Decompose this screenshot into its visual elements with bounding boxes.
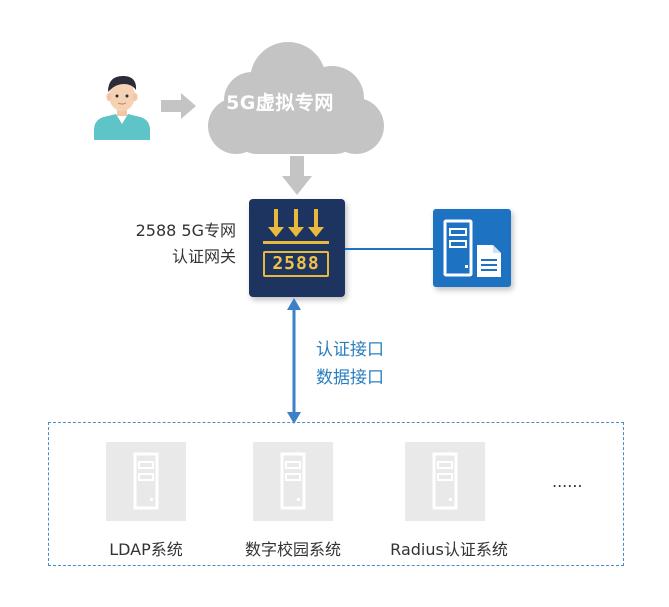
campus-system-card bbox=[253, 442, 333, 521]
data-interface-label: 数据接口 bbox=[316, 368, 384, 388]
cloud-icon bbox=[208, 42, 384, 154]
auth-interface-label: 认证接口 bbox=[316, 340, 384, 360]
arrow-down-icon bbox=[282, 156, 312, 195]
more-systems-ellipsis: ...... bbox=[552, 472, 583, 491]
server-document-box bbox=[433, 209, 511, 287]
gateway-label: 2588 5G专网 认证网关 bbox=[96, 218, 236, 270]
gateway-label-line1: 2588 5G专网 bbox=[135, 221, 236, 240]
ldap-system-label: LDAP系统 bbox=[109, 540, 183, 559]
ldap-system-card bbox=[106, 442, 186, 521]
radius-system-card bbox=[405, 442, 485, 521]
gateway-code: 2588 bbox=[263, 251, 329, 277]
server-document-icon bbox=[443, 219, 501, 277]
server-icon bbox=[432, 452, 458, 510]
campus-system-label: 数字校园系统 bbox=[244, 540, 341, 559]
systems-container bbox=[48, 422, 624, 566]
radius-system-label: Radius认证系统 bbox=[390, 540, 508, 559]
user-avatar-icon bbox=[94, 76, 150, 140]
bidirectional-arrow-icon bbox=[287, 298, 301, 424]
arrow-right-icon bbox=[161, 93, 196, 119]
connector-line bbox=[345, 248, 433, 250]
cloud-label: 5G虚拟专网 bbox=[226, 92, 334, 114]
gateway-label-line2: 认证网关 bbox=[171, 247, 236, 266]
download-arrows-icon bbox=[263, 209, 329, 244]
gateway-box: 2588 bbox=[249, 199, 345, 297]
server-icon bbox=[133, 452, 159, 510]
server-icon bbox=[280, 452, 306, 510]
